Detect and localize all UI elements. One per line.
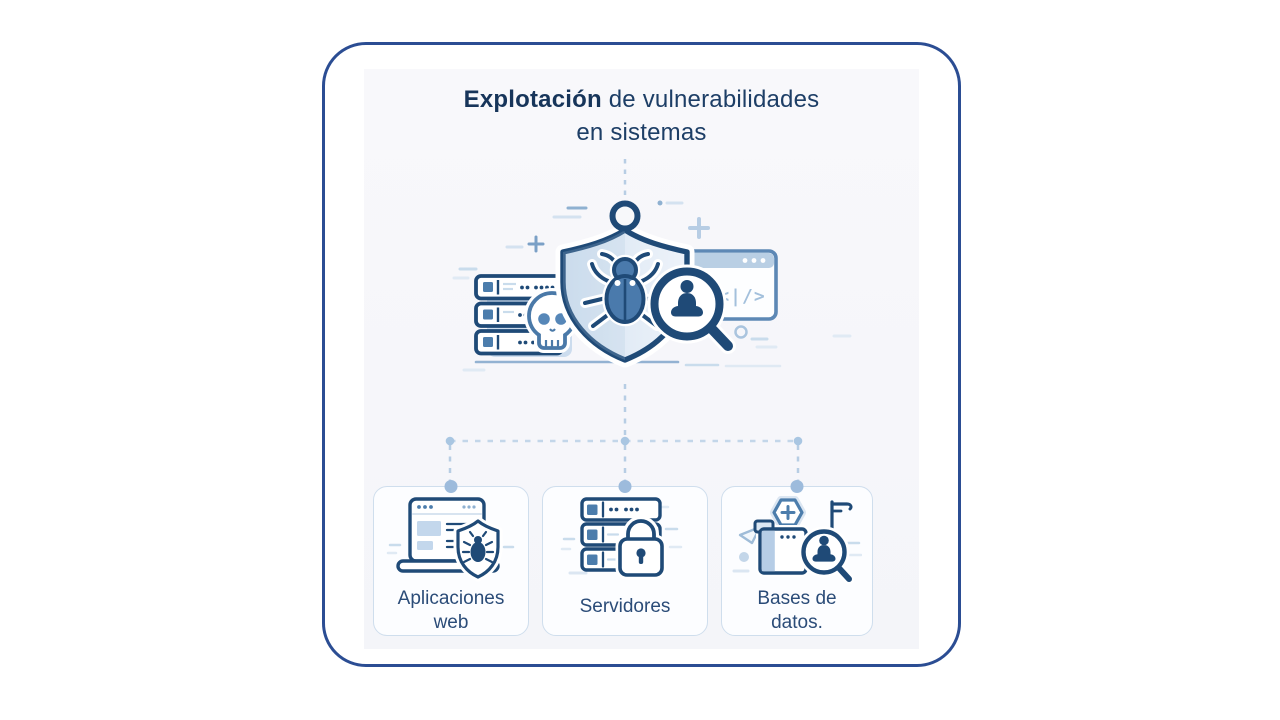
rounded-frame: Explotación de vulnerabilidades en siste… — [322, 42, 961, 667]
hexagon-plus-glyph — [770, 496, 806, 529]
card-label-servers: Servidores — [579, 595, 671, 617]
main-title: Explotación de vulnerabilidades en siste… — [364, 83, 919, 149]
title-line-2: en sistemas — [576, 119, 707, 146]
junction-dot — [620, 436, 630, 446]
bug-icon — [580, 249, 670, 331]
card-servers: Servidores — [542, 479, 708, 636]
laptop-shield-bug-icon — [386, 497, 515, 582]
padlock-glyph — [615, 516, 667, 580]
card-label-databases: Bases de datos. — [757, 588, 837, 634]
magnifier-bug-icon — [647, 264, 736, 354]
junction-dot — [793, 436, 803, 446]
title-line-1: Explotación de vulnerabilidades — [364, 83, 919, 116]
card-databases: Bases de datos. — [721, 479, 873, 636]
title-emphasis: Explotación — [463, 86, 602, 113]
code-glyph: <|/> — [718, 286, 765, 307]
ground-line — [474, 360, 782, 368]
connector-dot — [444, 479, 458, 493]
hero-illustration: <|/> — [445, 159, 852, 481]
shield-ring — [609, 200, 641, 232]
illustration-area: Explotación de vulnerabilidades en siste… — [364, 69, 919, 649]
mini-bug-glyph — [461, 530, 495, 564]
server-lock-icon — [560, 497, 683, 580]
connector-tree — [445, 384, 803, 481]
card-web-apps: Aplicaciones web — [373, 479, 529, 636]
decoration-marks — [452, 200, 852, 372]
database-magnifier-icon — [732, 496, 862, 585]
card-label-web-apps: Aplicaciones web — [397, 588, 505, 634]
junction-dot — [445, 436, 455, 446]
title-rest: de vulnerabilidades — [601, 86, 820, 113]
connector-dot — [790, 479, 804, 493]
category-cards: Aplicaciones web — [364, 69, 919, 649]
mini-magnifier-bug-glyph — [798, 526, 855, 585]
connector-dot — [618, 479, 632, 493]
